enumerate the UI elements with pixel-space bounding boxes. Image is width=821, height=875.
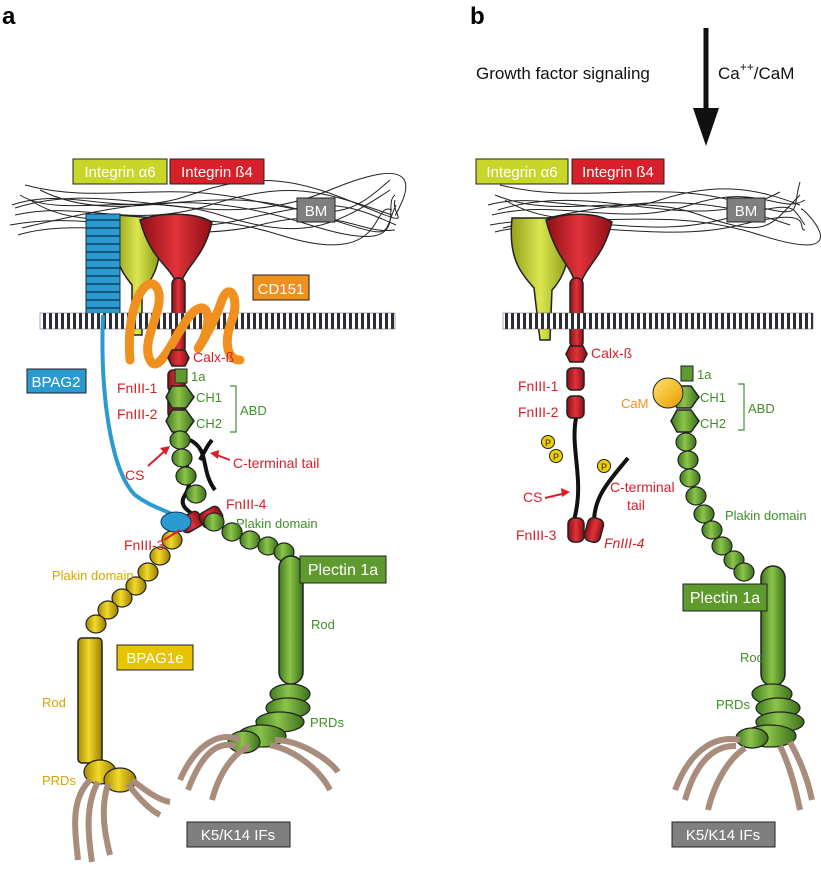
panel-b: b Growth factor signaling Ca++/CaM BM <box>470 3 821 848</box>
ch1-label-a: CH1 <box>196 390 222 405</box>
integrin-b4-head-a <box>139 213 213 281</box>
integrin-b4-label-box-b <box>571 158 665 185</box>
if-label-box-a <box>186 821 291 848</box>
bm-label-a: BM <box>305 203 328 220</box>
panel-b-letter: b <box>470 3 485 30</box>
bm-label-b: BM <box>735 203 758 220</box>
bpag1e-plakin-label: Plakin domain <box>52 568 134 583</box>
if-label-b: K5/K14 IFs <box>686 827 760 844</box>
plectin-prds-label-b: PRDs <box>716 697 750 712</box>
bpag2-bpag1e-contact <box>160 511 192 533</box>
keratin-filaments-a <box>72 733 341 863</box>
signal-label: Growth factor signaling <box>476 64 650 83</box>
bpag2-coil <box>85 213 121 315</box>
c-terminal-tail-b <box>592 456 630 521</box>
fn1-domain-b <box>566 367 585 391</box>
if-label-box-b <box>671 821 776 848</box>
calx-b-domain-b <box>565 345 588 363</box>
integrin-b4-label-a: Integrin ß4 <box>181 164 253 181</box>
plectin-label-box-a <box>299 555 387 584</box>
signal-arrow-head <box>693 108 719 146</box>
p-label-3: P <box>601 462 607 472</box>
fn1-label-a: FnIII-1 <box>117 380 158 396</box>
phosphorylation-sites: P P P <box>541 435 611 473</box>
cd151-label-box <box>252 274 310 301</box>
cs-label-b: CS <box>523 489 542 505</box>
fn4-label-b: FnIII-4 <box>604 535 645 551</box>
1a-label-b: 1a <box>697 367 712 382</box>
integrin-a6-label-box-a <box>72 158 168 185</box>
fn3-label-a: FnIII-3 <box>124 537 165 553</box>
plectin-rod-label-a: Rod <box>311 617 335 632</box>
plectin-prds-label-a: PRDs <box>310 715 344 730</box>
cd151-label: CD151 <box>258 281 305 298</box>
plectin-plakin-domain-b <box>675 432 745 570</box>
ch1-label-b: CH1 <box>700 390 726 405</box>
cs-label-a: CS <box>125 467 144 483</box>
bpag1e-rod-label: Rod <box>42 695 66 710</box>
fn3-label-b: FnIII-3 <box>516 527 557 543</box>
cd151-shape <box>124 279 245 369</box>
integrin-a6-label-a: Integrin α6 <box>84 164 155 181</box>
abd-label-a: ABD <box>240 403 267 418</box>
integrin-b4-cytoplasmic-b <box>565 345 630 544</box>
calx-label-a: Calx-ß <box>193 349 234 365</box>
plectin-plakin-label-b: Plakin domain <box>725 508 807 523</box>
plectin-prds-b <box>735 683 805 749</box>
integrin-a6-label-b: Integrin α6 <box>486 164 557 181</box>
bpag1e-plakin-domain <box>85 530 183 634</box>
bpag2-label: BPAG2 <box>32 374 81 391</box>
c-terminal-tail-a <box>198 438 214 461</box>
ch2-label-b: CH2 <box>700 416 726 431</box>
fn1-label-b: FnIII-1 <box>518 378 559 394</box>
integrin-b4-label-b: Integrin ß4 <box>582 164 654 181</box>
fn2-label-a: FnIII-2 <box>117 406 158 422</box>
fn2-label-b: FnIII-2 <box>518 404 559 420</box>
integrin-b4-head-b <box>545 213 613 281</box>
abd-label-b: ABD <box>748 401 775 416</box>
bm-label-box-a <box>296 197 336 223</box>
p-label-1: P <box>545 438 551 448</box>
plectin-abd-a <box>165 368 195 433</box>
fn2-domain-b <box>566 395 585 419</box>
bpag1e-label: BPAG1e <box>126 650 183 667</box>
calx-label-b: Calx-ß <box>591 345 632 361</box>
calx-b-domain-a <box>167 349 190 367</box>
panel-a: a BM <box>2 3 407 863</box>
c-terminal-label-b2: tail <box>627 497 645 513</box>
plectin-plakin-domain-a <box>169 430 295 562</box>
bpag2-tail <box>100 314 182 522</box>
integrin-a6-label-box-b <box>475 158 569 185</box>
bpag1e-rod <box>77 637 103 764</box>
plectin-rod-label-b: Rod <box>740 650 764 665</box>
panel-a-letter: a <box>2 3 16 30</box>
bpag1e-label-box <box>116 644 194 671</box>
cam-label: CaM <box>621 396 648 411</box>
bpag1e-prds-label: PRDs <box>42 773 76 788</box>
keratin-filaments-b <box>672 736 815 811</box>
plectin-label-a: Plectin 1a <box>308 562 378 579</box>
fn4-domain-b <box>583 516 605 544</box>
bpag2-label-box <box>26 368 87 394</box>
plasma-membrane-b <box>502 312 814 330</box>
plectin-label-b: Plectin 1a <box>690 590 760 607</box>
p-label-2: P <box>553 452 559 462</box>
cam-signal-label: Ca++/CaM <box>718 60 794 83</box>
plectin-rod-a <box>278 555 304 685</box>
if-label-a: K5/K14 IFs <box>201 827 275 844</box>
ch2-label-a: CH2 <box>196 416 222 431</box>
bm-label-box-b <box>726 197 766 223</box>
1a-label-a: 1a <box>191 369 206 384</box>
fn4-label-a: FnIII-4 <box>226 496 267 512</box>
plectin-label-box-b <box>682 583 768 612</box>
c-terminal-label-b1: C-terminal <box>610 479 675 495</box>
calmodulin-shape <box>652 377 684 409</box>
integrin-b4-label-box-a <box>169 158 265 185</box>
fn3-domain-b <box>567 517 585 543</box>
c-terminal-label-a: C-terminal tail <box>233 455 319 471</box>
plectin-plakin-label-a: Plakin domain <box>236 516 318 531</box>
